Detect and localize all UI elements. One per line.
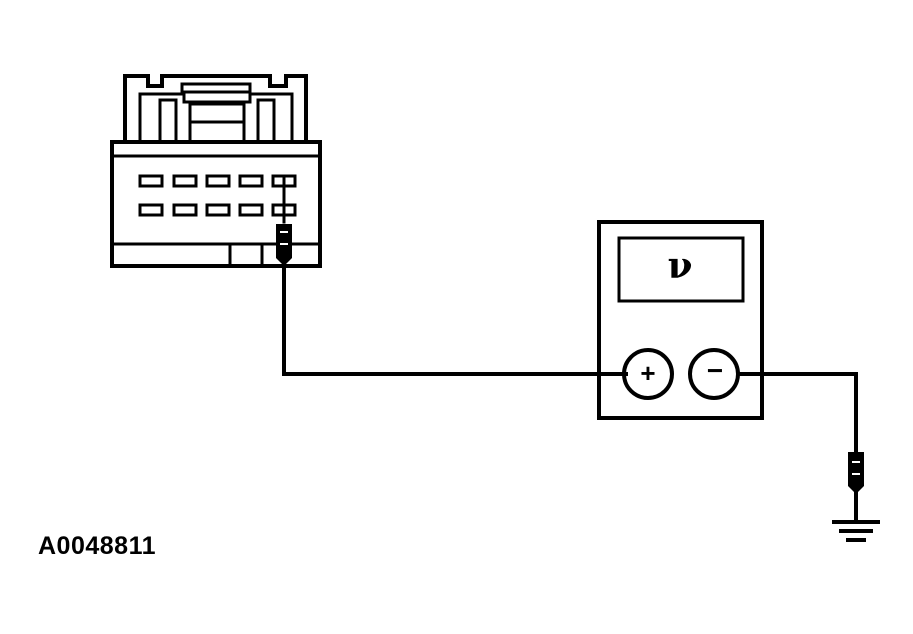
voltmeter-unit-glyph: ν [667,245,693,287]
connector-latch [123,74,308,144]
ground-icon [832,520,880,542]
connector-icon [110,74,322,268]
negative-lead-wire [736,372,858,452]
negative-terminal-label: − [706,355,724,386]
positive-lead-wire [282,262,628,376]
voltmeter-display [617,236,745,303]
connector-body [110,140,322,268]
connector-cavities [138,174,297,217]
positive-terminal-label: + [640,358,656,388]
negative-terminal [688,348,740,400]
voltmeter-case [597,220,764,420]
ground-probe-icon [848,452,864,522]
voltmeter [597,220,764,420]
figure-label: A0048811 [38,532,157,560]
positive-terminal [622,348,674,400]
test-probe-icon [276,176,292,264]
